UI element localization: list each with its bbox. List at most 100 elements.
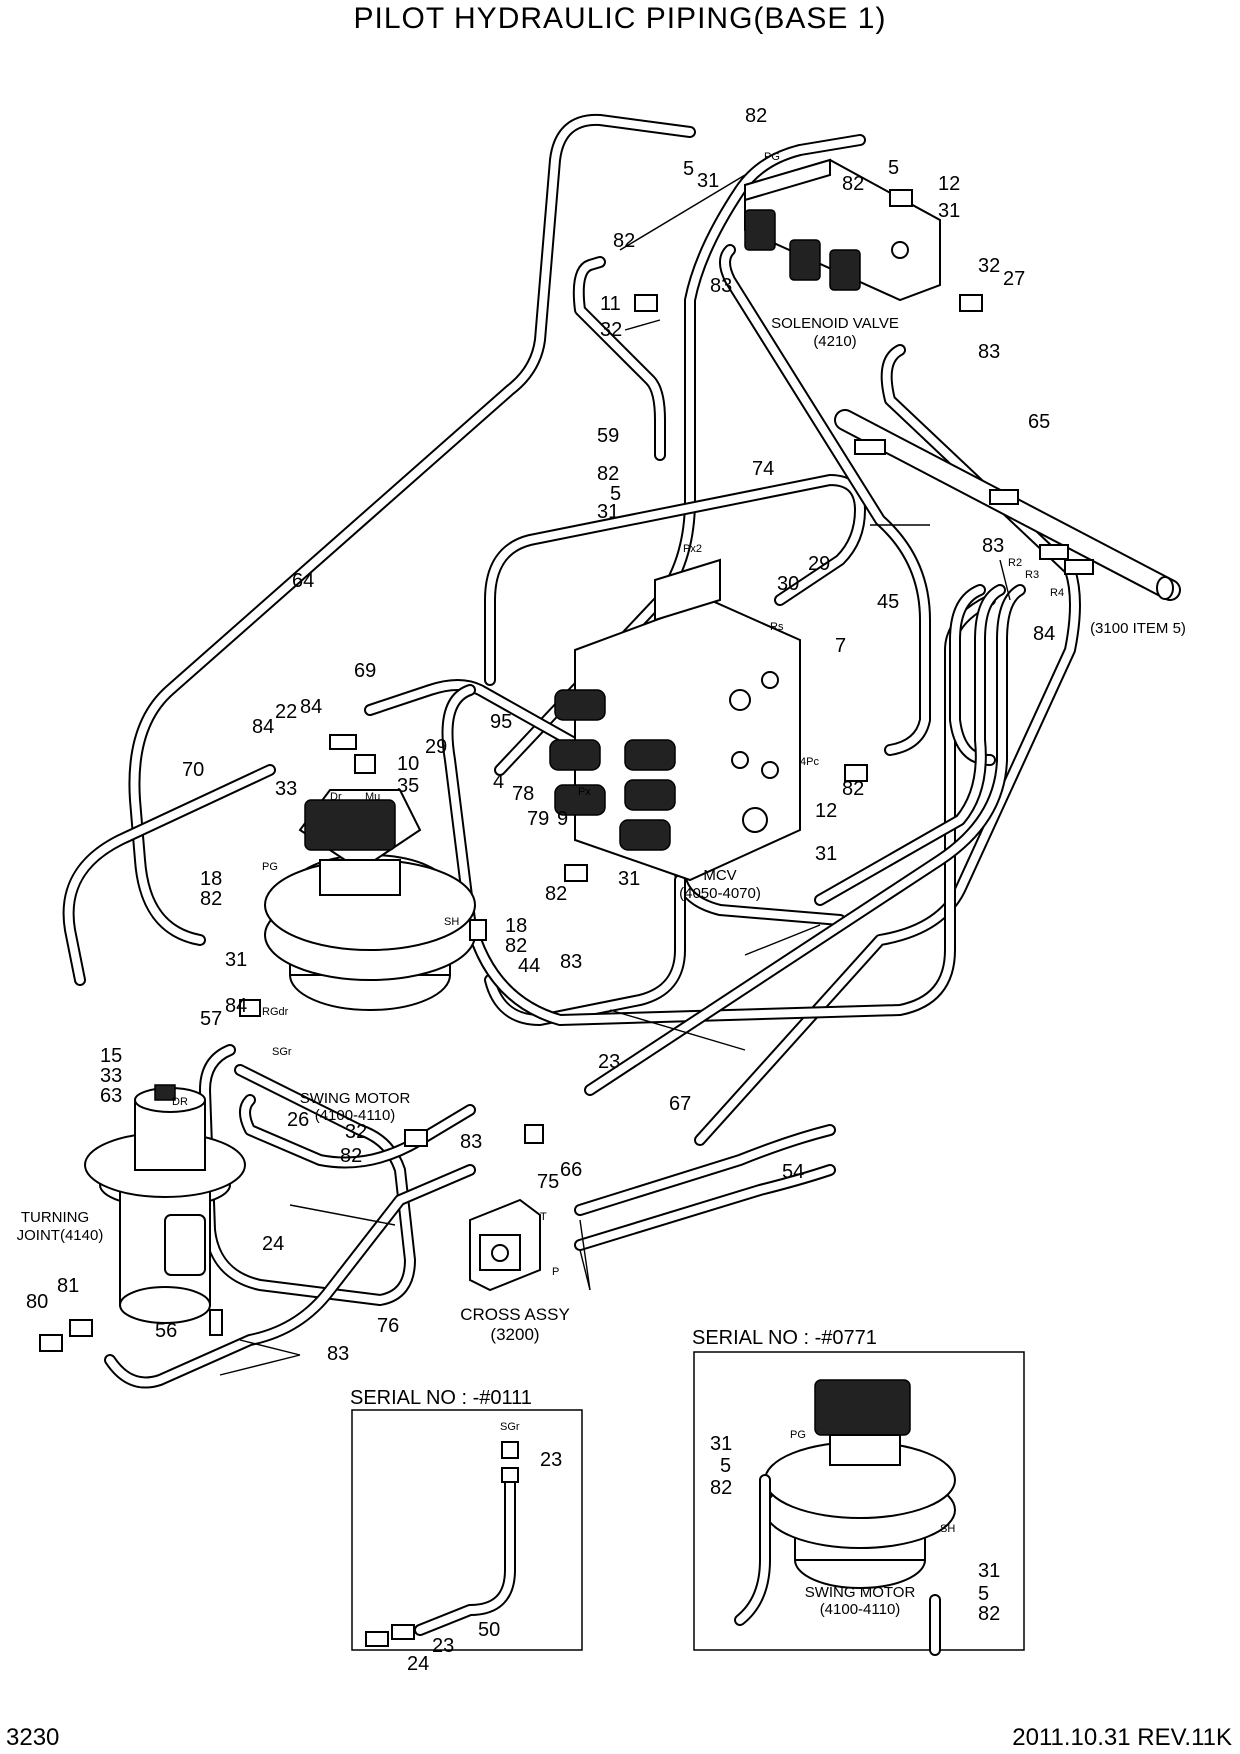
port-4pc: 4Pc xyxy=(800,756,819,768)
callout: 82 xyxy=(340,1145,362,1167)
callout: 5 xyxy=(720,1455,731,1477)
callout: 24 xyxy=(262,1233,284,1255)
callout: 29 xyxy=(425,736,447,758)
port-rs: Rs xyxy=(770,621,784,633)
port-dr: Dr xyxy=(330,791,342,803)
callout: 95 xyxy=(490,711,512,733)
callout: 81 xyxy=(57,1275,79,1297)
solenoid-valve-ref: (4210) xyxy=(813,333,856,350)
inset-a-heading: SERIAL NO : -#0111 xyxy=(350,1387,532,1409)
callout: 64 xyxy=(292,570,314,592)
port-dr-tj: DR xyxy=(172,1096,188,1108)
callout: 10 xyxy=(397,753,419,775)
callout: 83 xyxy=(978,341,1000,363)
callout: 22 xyxy=(275,701,297,723)
port-r2: R2 xyxy=(1008,557,1022,569)
callout: 12 xyxy=(815,800,837,822)
callout: 29 xyxy=(808,553,830,575)
callout: 82 xyxy=(842,778,864,800)
port-r3: R3 xyxy=(1025,569,1039,581)
inset-b-port-pg: PG xyxy=(790,1429,806,1441)
callout: 83 xyxy=(327,1343,349,1365)
callout: 24 xyxy=(407,1653,429,1675)
callout: 84 xyxy=(225,995,247,1017)
port-mu: Mu xyxy=(365,791,380,803)
turning-joint-label: TURNING xyxy=(21,1209,89,1226)
callout: 76 xyxy=(377,1315,399,1337)
callout: 18 xyxy=(505,915,527,937)
callout: 59 xyxy=(597,425,619,447)
callout: 23 xyxy=(540,1449,562,1471)
callout: 78 xyxy=(512,783,534,805)
callout: 79 xyxy=(527,808,549,830)
inset-b-motor-label: SWING MOTOR xyxy=(805,1584,916,1601)
callout: 23 xyxy=(432,1635,454,1657)
port-rgdr: RGdr xyxy=(262,1006,289,1018)
inset-serial-0771: SERIAL NO : -#0771 PG SH SWING MOTOR (41… xyxy=(692,1327,1025,1656)
callout: 80 xyxy=(26,1291,48,1313)
callout: 31 xyxy=(597,501,619,523)
fittings xyxy=(39,189,983,1352)
callout: 57 xyxy=(200,1008,222,1030)
port-p: P xyxy=(552,1266,559,1278)
callout: 9 xyxy=(557,808,568,830)
page-title: PILOT HYDRAULIC PIPING(BASE 1) xyxy=(353,2,887,35)
callout: 69 xyxy=(354,660,376,682)
callout: 32 xyxy=(978,255,1000,277)
component-labels: SOLENOID VALVE (4210) MCV (4050-4070) SW… xyxy=(17,315,1186,1344)
turning-joint-ref: JOINT(4140) xyxy=(17,1227,104,1244)
callout: 32 xyxy=(600,319,622,341)
callout: 31 xyxy=(815,843,837,865)
swing-motor xyxy=(264,789,476,1011)
item-ref-label: (3100 ITEM 5) xyxy=(1090,620,1186,637)
port-labels: PG Px2 Rs R2 R3 R4 Dr Mu Px 4Pc SH PG DR… xyxy=(172,151,1064,1278)
callout: 31 xyxy=(697,170,719,192)
callout: 84 xyxy=(252,716,274,738)
callout: 30 xyxy=(777,573,799,595)
mcv-ref: (4050-4070) xyxy=(679,885,761,902)
callout: 7 xyxy=(835,635,846,657)
callout: 74 xyxy=(752,458,774,480)
callout: 82 xyxy=(505,935,527,957)
callout: 63 xyxy=(100,1085,122,1107)
callout: 27 xyxy=(1003,268,1025,290)
leader-lines xyxy=(219,174,1011,1376)
hose-routes xyxy=(62,113,1081,1389)
callout: 23 xyxy=(598,1051,620,1073)
callout: 83 xyxy=(560,951,582,973)
callout: 83 xyxy=(982,535,1004,557)
callout: 31 xyxy=(618,868,640,890)
callout: 83 xyxy=(710,275,732,297)
port-px: Px xyxy=(578,786,591,798)
main-control-valve xyxy=(549,558,801,882)
callout: 65 xyxy=(1028,411,1050,433)
callout: 56 xyxy=(155,1320,177,1342)
callout: 31 xyxy=(225,949,247,971)
inset-b-motor-ref: (4100-4110) xyxy=(820,1601,901,1618)
callout: 44 xyxy=(518,955,540,977)
callout: 35 xyxy=(397,775,419,797)
port-sh: SH xyxy=(444,916,459,928)
callout: 82 xyxy=(200,888,222,910)
callout: 33 xyxy=(275,778,297,800)
swing-motor-ref: (4100-4110) xyxy=(315,1107,396,1124)
port-pg: PG xyxy=(764,151,780,163)
callout: 82 xyxy=(710,1477,732,1499)
callout: 45 xyxy=(877,591,899,613)
callout: 33 xyxy=(100,1065,122,1087)
callout: 26 xyxy=(287,1109,309,1131)
inset-b-port-sh: SH xyxy=(940,1523,955,1535)
port-r4: R4 xyxy=(1050,587,1064,599)
callout: 82 xyxy=(745,105,767,127)
inset-b-heading: SERIAL NO : -#0771 xyxy=(692,1327,877,1349)
callout: 12 xyxy=(938,173,960,195)
callout: 54 xyxy=(782,1161,804,1183)
solenoid-valve-label: SOLENOID VALVE xyxy=(771,315,899,332)
callout: 83 xyxy=(460,1131,482,1153)
swing-motor-label: SWING MOTOR xyxy=(300,1090,411,1107)
callout: 5 xyxy=(683,158,694,180)
callout: 75 xyxy=(537,1171,559,1193)
mcv-label: MCV xyxy=(703,867,736,884)
